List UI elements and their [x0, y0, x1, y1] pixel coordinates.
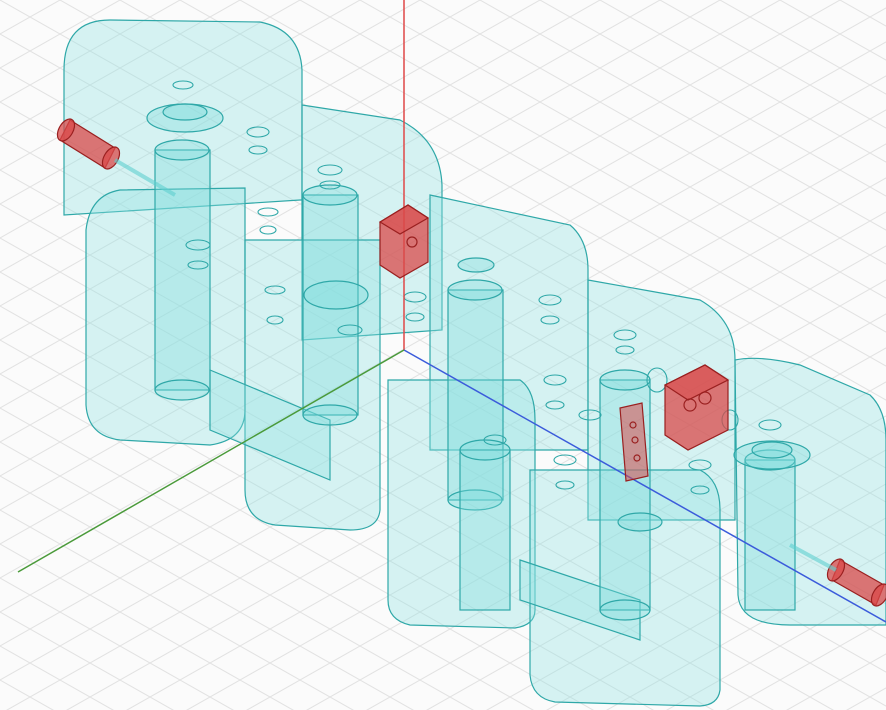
feed-line-left: [113, 158, 177, 197]
cavity-block-2: [85, 187, 246, 446]
tuning-screws: [172, 80, 782, 495]
resonator-post-6: [459, 439, 511, 611]
resonator-posts: [146, 103, 811, 621]
feed-line-right: [789, 543, 837, 572]
cavity-block-8: [529, 469, 721, 707]
lumped-port-1[interactable]: [378, 204, 430, 279]
resonator-post-5: [733, 440, 811, 611]
lumped-port-3[interactable]: [619, 402, 649, 482]
cavity-block-4: [244, 239, 381, 531]
x-axis: [403, 349, 886, 623]
resonator-post-2: [302, 184, 369, 426]
resonator-post-3: [447, 257, 504, 511]
lumped-port-2[interactable]: [663, 364, 730, 451]
coax-port-left[interactable]: [54, 116, 123, 172]
coupling-iris-1: [209, 369, 331, 481]
y-axis: [17, 349, 405, 573]
